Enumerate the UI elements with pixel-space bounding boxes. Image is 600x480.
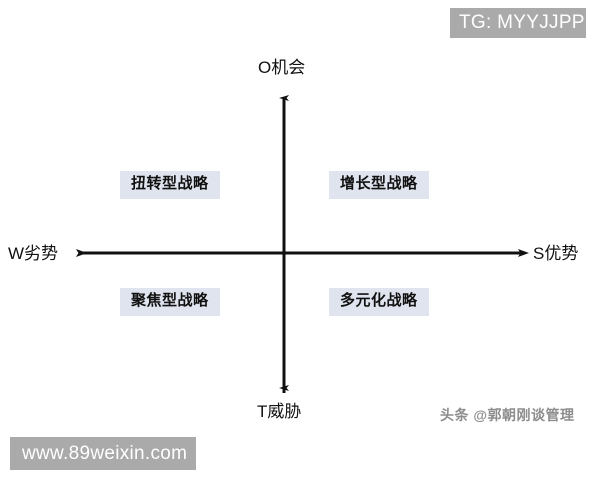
- quadrant-label-turnaround: 扭转型战略: [120, 171, 220, 199]
- quadrant-label-diversification: 多元化战略: [329, 288, 429, 316]
- quadrant-label-growth: 增长型战略: [329, 171, 429, 199]
- watermark-telegram: TG: MYYJJPP: [450, 8, 586, 38]
- quadrant-label-focus: 聚焦型战略: [120, 288, 220, 316]
- watermark-author: 头条 @郭朝刚谈管理: [440, 407, 575, 423]
- axis-label-threat: T威胁: [257, 402, 302, 421]
- axis-label-strength: S优势: [533, 244, 579, 263]
- axis-label-opportunity: O机会: [258, 58, 306, 77]
- watermark-website: www.89weixin.com: [10, 437, 196, 470]
- axis-label-weakness: W劣势: [8, 244, 59, 263]
